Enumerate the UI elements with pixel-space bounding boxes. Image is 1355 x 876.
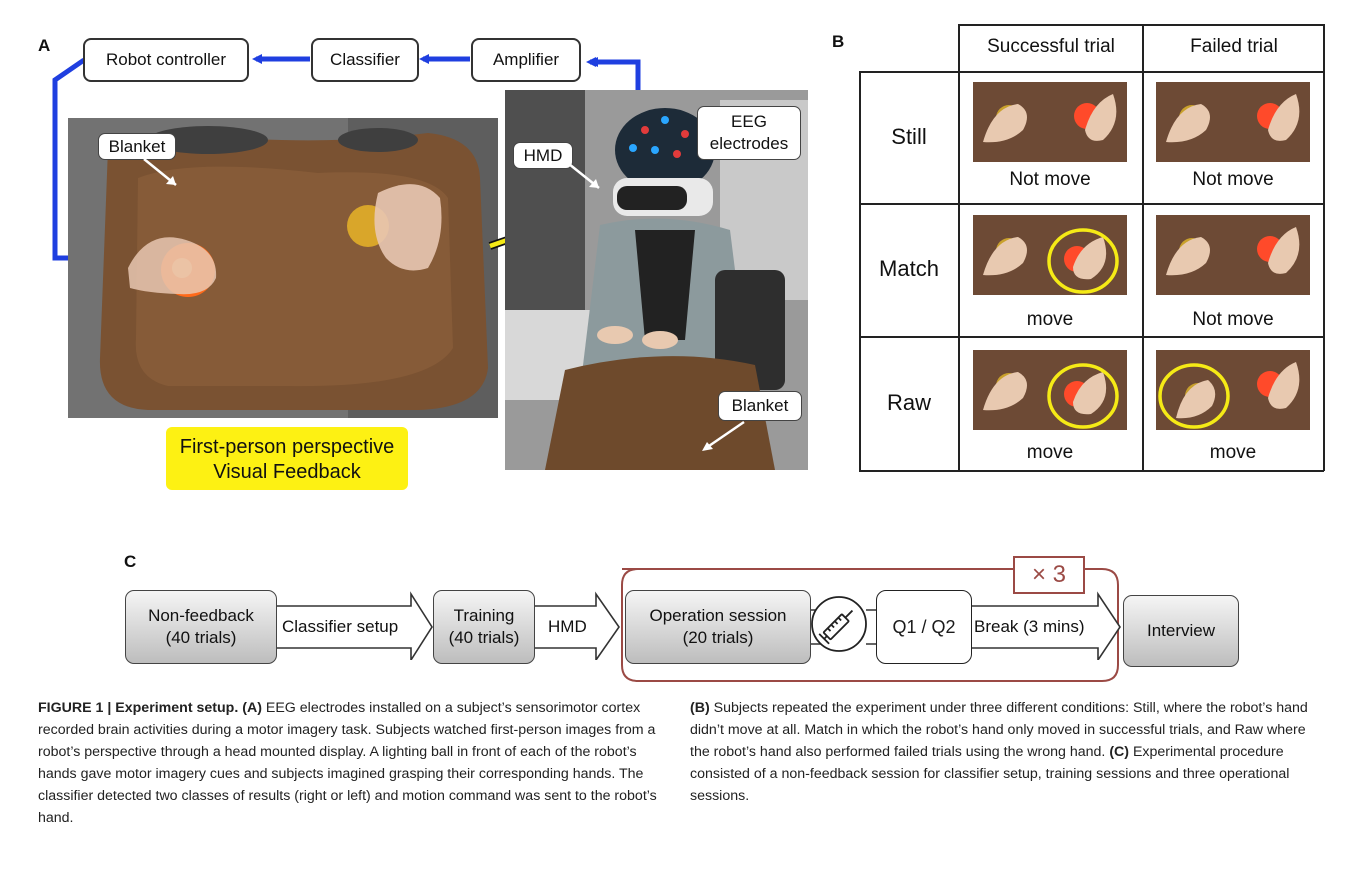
training-line1: Training bbox=[453, 606, 515, 625]
caption-raw-failed: move bbox=[1209, 442, 1257, 463]
table-header-line bbox=[859, 71, 1324, 73]
caption-match-successful: move bbox=[1026, 309, 1074, 330]
repeat-badge: × 3 bbox=[1013, 556, 1085, 594]
caption-right-column: (B) Subjects repeated the experiment und… bbox=[690, 697, 1325, 807]
panel-a-label: A bbox=[38, 36, 51, 55]
eeg-electrodes-callout: EEG electrodes bbox=[697, 106, 801, 160]
table-col2-line bbox=[1142, 24, 1144, 471]
caption-b-text: Subjects repeated the experiment under t… bbox=[690, 700, 1308, 760]
table-right-line bbox=[1323, 24, 1325, 471]
thumb-match-successful bbox=[973, 215, 1127, 295]
classifier-setup-label: Classifier setup bbox=[282, 617, 399, 636]
header-successful-trial: Successful trial bbox=[987, 36, 1115, 57]
arrow-hmd bbox=[531, 591, 620, 660]
operation-line2: (20 trials) bbox=[682, 628, 754, 647]
caption-b-tag: (B) bbox=[690, 700, 710, 716]
training-box: Training (40 trials) bbox=[433, 590, 535, 664]
break-label: Break (3 mins) bbox=[974, 617, 1085, 636]
table-row2-line bbox=[859, 336, 1324, 338]
hmd-step-label: HMD bbox=[548, 617, 587, 636]
thumb-raw-successful bbox=[973, 350, 1127, 430]
thumb-still-successful bbox=[973, 82, 1127, 162]
hmd-pointer bbox=[568, 163, 600, 189]
questionnaire-box: Q1 / Q2 bbox=[876, 590, 972, 664]
blanket-pointer-left bbox=[143, 158, 177, 186]
non-feedback-box: Non-feedback (40 trials) bbox=[125, 590, 277, 664]
training-line2: (40 trials) bbox=[448, 628, 520, 647]
table-bottom-line bbox=[859, 470, 1324, 472]
caption-still-successful: Not move bbox=[1009, 169, 1091, 190]
visual-feedback-line1: First-person perspective bbox=[179, 436, 395, 458]
classifier-box: Classifier bbox=[311, 38, 419, 82]
table-row1-line bbox=[859, 203, 1324, 205]
caption-left-column: FIGURE 1 | Experiment setup. (A) EEG ele… bbox=[38, 697, 673, 829]
panel-c-label: C bbox=[124, 552, 137, 571]
operation-session-box: Operation session (20 trials) bbox=[625, 590, 811, 664]
procedure-arrows bbox=[273, 591, 1121, 660]
non-feedback-line2: (40 trials) bbox=[165, 628, 237, 647]
eeg-line1: EEG bbox=[731, 112, 767, 131]
caption-raw-successful: move bbox=[1026, 442, 1074, 463]
amplifier-box: Amplifier bbox=[471, 38, 581, 82]
interview-box: Interview bbox=[1123, 595, 1239, 667]
operation-line1: Operation session bbox=[649, 606, 787, 625]
caption-a-tag: (A) bbox=[242, 700, 262, 716]
eeg-line2: electrodes bbox=[709, 134, 789, 153]
blanket-pointer-right bbox=[702, 420, 745, 451]
caption-match-failed: Not move bbox=[1192, 309, 1274, 330]
thumb-match-failed bbox=[1156, 215, 1310, 295]
thumb-raw-failed bbox=[1156, 350, 1310, 430]
caption-c-tag: (C) bbox=[1109, 744, 1130, 760]
visual-feedback-label: First-person perspective Visual Feedback bbox=[166, 427, 408, 490]
hmd-callout: HMD bbox=[513, 142, 573, 169]
caption-a-text: EEG electrodes installed on a subject’s … bbox=[38, 700, 657, 826]
arrow-break bbox=[969, 591, 1121, 660]
non-feedback-line1: Non-feedback bbox=[148, 606, 254, 625]
table-col1-line bbox=[958, 24, 960, 471]
figure-label: FIGURE 1 | Experiment setup. bbox=[38, 700, 239, 716]
blanket-callout-right: Blanket bbox=[718, 391, 802, 421]
table-left-line bbox=[859, 71, 861, 471]
robot-hands-illustration bbox=[68, 118, 498, 418]
arrow-classifier-setup bbox=[273, 591, 433, 660]
syringe-icon bbox=[810, 595, 868, 653]
caption-still-failed: Not move bbox=[1192, 169, 1274, 190]
header-failed-trial: Failed trial bbox=[1190, 36, 1278, 57]
thumb-still-failed bbox=[1156, 82, 1310, 162]
table-top-line bbox=[958, 24, 1324, 26]
caption-c-text: Experimental procedure consisted of a no… bbox=[690, 744, 1290, 804]
robot-controller-box: Robot controller bbox=[83, 38, 249, 82]
row-label-still: Still bbox=[891, 124, 927, 149]
row-label-match: Match bbox=[879, 256, 939, 281]
repeat-group-frame bbox=[621, 568, 1119, 682]
panel-b-label: B bbox=[832, 32, 845, 51]
blanket-callout-left: Blanket bbox=[98, 133, 176, 160]
robot-first-person-photo bbox=[68, 118, 498, 418]
visual-feedback-line2: Visual Feedback bbox=[213, 461, 361, 483]
row-label-raw: Raw bbox=[886, 390, 931, 415]
